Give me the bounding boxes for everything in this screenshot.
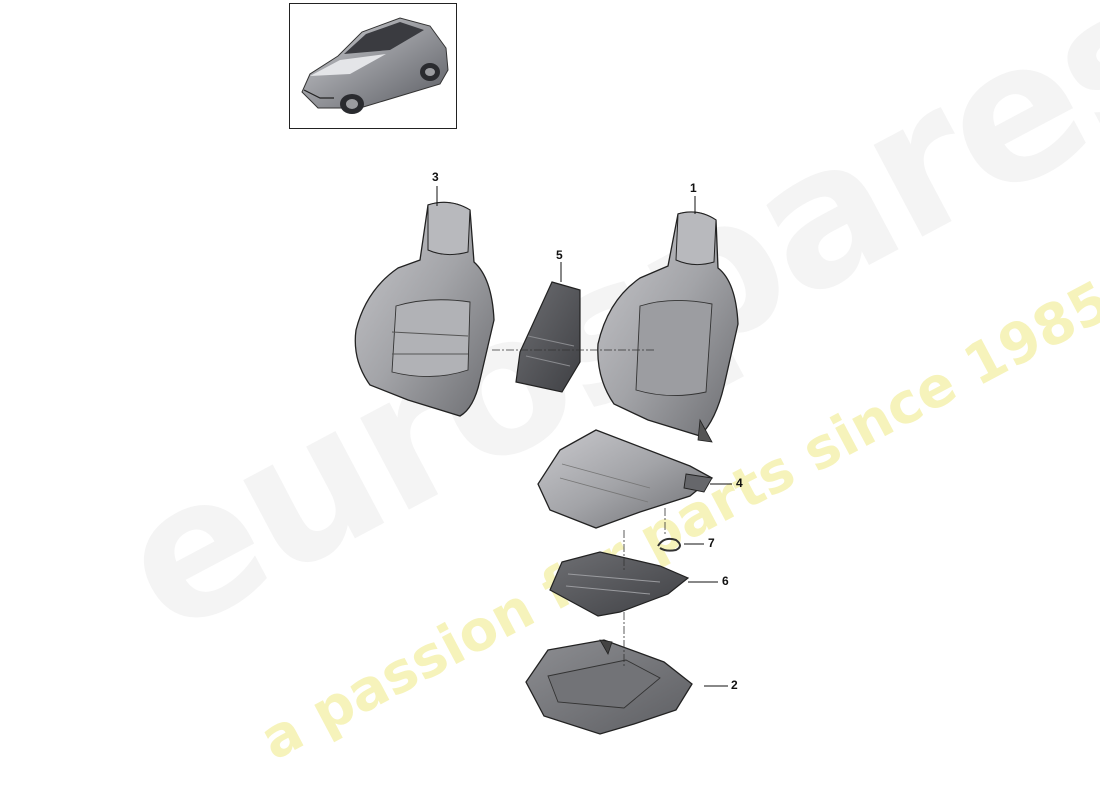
leader-lines	[436, 186, 732, 687]
part-3-backrest-cover	[354, 201, 495, 417]
callout-6: 6	[722, 574, 729, 588]
callout-7: 7	[708, 536, 715, 550]
part-6-cushion-pad	[549, 551, 690, 617]
callout-4: 4	[736, 476, 743, 490]
part-1-backrest	[597, 211, 739, 443]
vehicle-thumbnail	[289, 3, 457, 129]
part-5-backrest-pad	[515, 281, 581, 393]
part-7-clip	[657, 537, 681, 552]
callout-3: 3	[432, 170, 439, 184]
part-4-cushion-cover	[537, 429, 714, 529]
assembly-lines	[492, 349, 666, 668]
callout-5: 5	[556, 248, 563, 262]
part-2-cushion-frame	[525, 639, 693, 735]
callout-1: 1	[690, 181, 697, 195]
car-icon	[301, 17, 449, 114]
callout-2: 2	[731, 678, 738, 692]
